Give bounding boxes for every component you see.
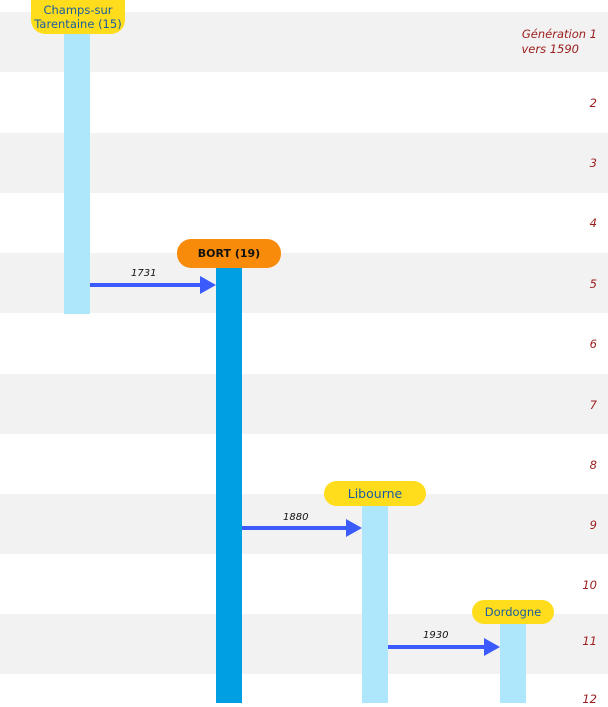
generation-label-10: 10: [582, 578, 597, 592]
arrowhead-1930: [484, 638, 500, 656]
libourne-bar: [362, 500, 388, 703]
place-label-champs-line1: Champs-sur: [43, 3, 113, 17]
bort-bar: [216, 260, 242, 703]
year-label-1731: 1731: [131, 268, 157, 279]
generation-label-2: 2: [589, 96, 597, 110]
champs-bar: [64, 28, 90, 314]
generation-label-1: Génération 1 vers 1590: [521, 27, 597, 57]
place-label-libourne: Libourne: [324, 481, 426, 506]
generation-label-7: 7: [589, 398, 597, 412]
generation-label-6: 6: [589, 337, 597, 351]
generation-label-11: 11: [582, 634, 597, 648]
arrowhead-1731: [200, 276, 216, 294]
place-label-champs: Champs-sur Tarentaine (15): [31, 0, 125, 34]
generation-label-5: 5: [589, 277, 597, 291]
generation-label-9: 9: [589, 518, 597, 532]
place-label-bort: BORT (19): [177, 239, 281, 268]
year-label-1880: 1880: [283, 512, 309, 523]
generation-label-4: 4: [589, 216, 597, 230]
year-label-1930: 1930: [423, 630, 449, 641]
generation-band-3: [0, 133, 608, 193]
generation-label-1-date: vers 1590: [521, 42, 579, 56]
arrowhead-1880: [346, 519, 362, 537]
generation-label-8: 8: [589, 458, 597, 472]
generation-band-9: [0, 494, 608, 554]
place-label-dordogne: Dordogne: [472, 600, 554, 624]
generation-label-1-title: Génération 1: [521, 27, 597, 41]
generation-band-7: [0, 374, 608, 434]
place-label-champs-line2: Tarentaine (15): [34, 17, 122, 31]
generation-label-3: 3: [589, 156, 597, 170]
dordogne-bar: [500, 618, 526, 703]
